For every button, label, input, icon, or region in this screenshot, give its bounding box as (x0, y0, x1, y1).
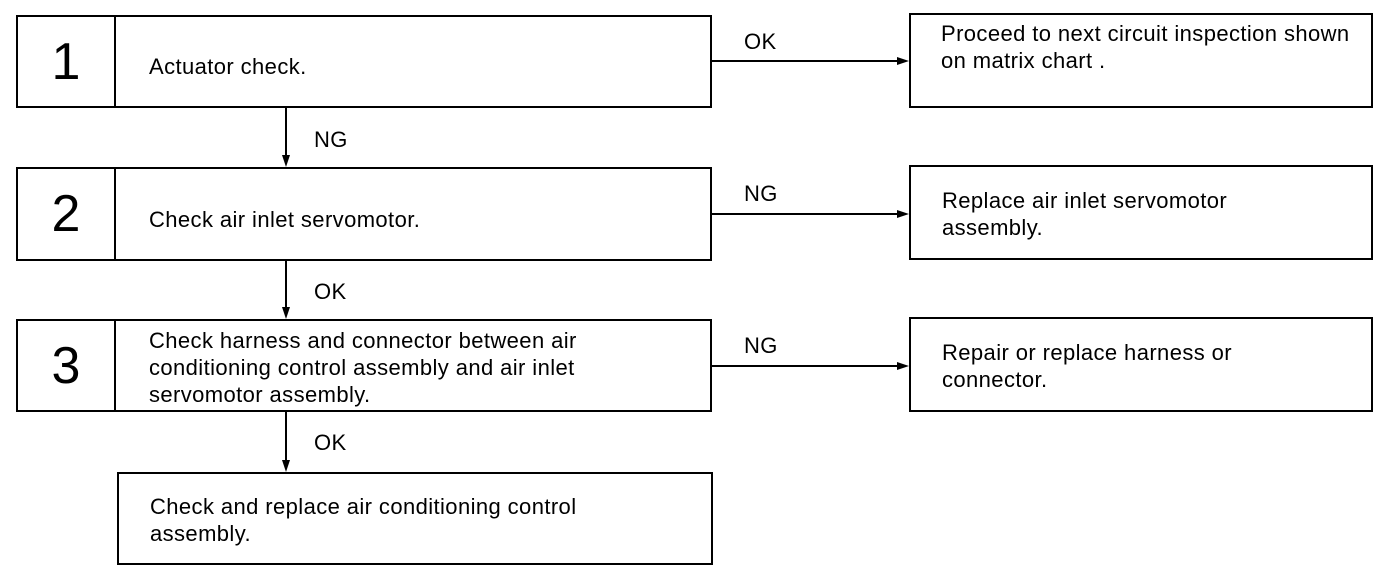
result-3-text: Repair or replace harness or connector. (942, 340, 1233, 392)
arrowhead-1 (897, 57, 909, 65)
arrowhead-3 (897, 362, 909, 370)
step-3-box: 3 Check harness and connector between ai… (16, 319, 712, 412)
step-3-number: 3 (18, 321, 116, 410)
step-3-text: Check harness and connector between air … (149, 328, 577, 407)
label-step2-down-ok: OK (314, 279, 347, 304)
result-3-box: Repair or replace harness or connector. (909, 317, 1373, 412)
label-step3-ng: NG (744, 333, 778, 358)
result-2-text: Replace air inlet servomotor assembly. (942, 188, 1228, 240)
step-2-text: Check air inlet servomotor. (149, 207, 421, 232)
final-action-box: Check and replace air conditioning contr… (117, 472, 713, 565)
final-action-text: Check and replace air conditioning contr… (150, 494, 577, 546)
step-2-box: 2 Check air inlet servomotor. (16, 167, 712, 261)
arrowhead-down-2 (282, 307, 290, 319)
label-step1-ok: OK (744, 29, 777, 54)
arrowhead-2 (897, 210, 909, 218)
step-1-number: 1 (18, 17, 116, 106)
label-step3-down-ok: OK (314, 430, 347, 455)
arrowhead-down-1 (282, 155, 290, 167)
label-step2-ng: NG (744, 181, 778, 206)
result-1-box: Proceed to next circuit inspection shown… (909, 13, 1373, 108)
step-1-box: 1 Actuator check. (16, 15, 712, 108)
result-2-box: Replace air inlet servomotor assembly. (909, 165, 1373, 260)
arrowhead-down-3 (282, 460, 290, 472)
result-1-text: Proceed to next circuit inspection shown… (941, 21, 1350, 73)
label-step1-down-ng: NG (314, 127, 348, 152)
step-1-text: Actuator check. (149, 54, 307, 79)
step-2-number: 2 (18, 169, 116, 259)
